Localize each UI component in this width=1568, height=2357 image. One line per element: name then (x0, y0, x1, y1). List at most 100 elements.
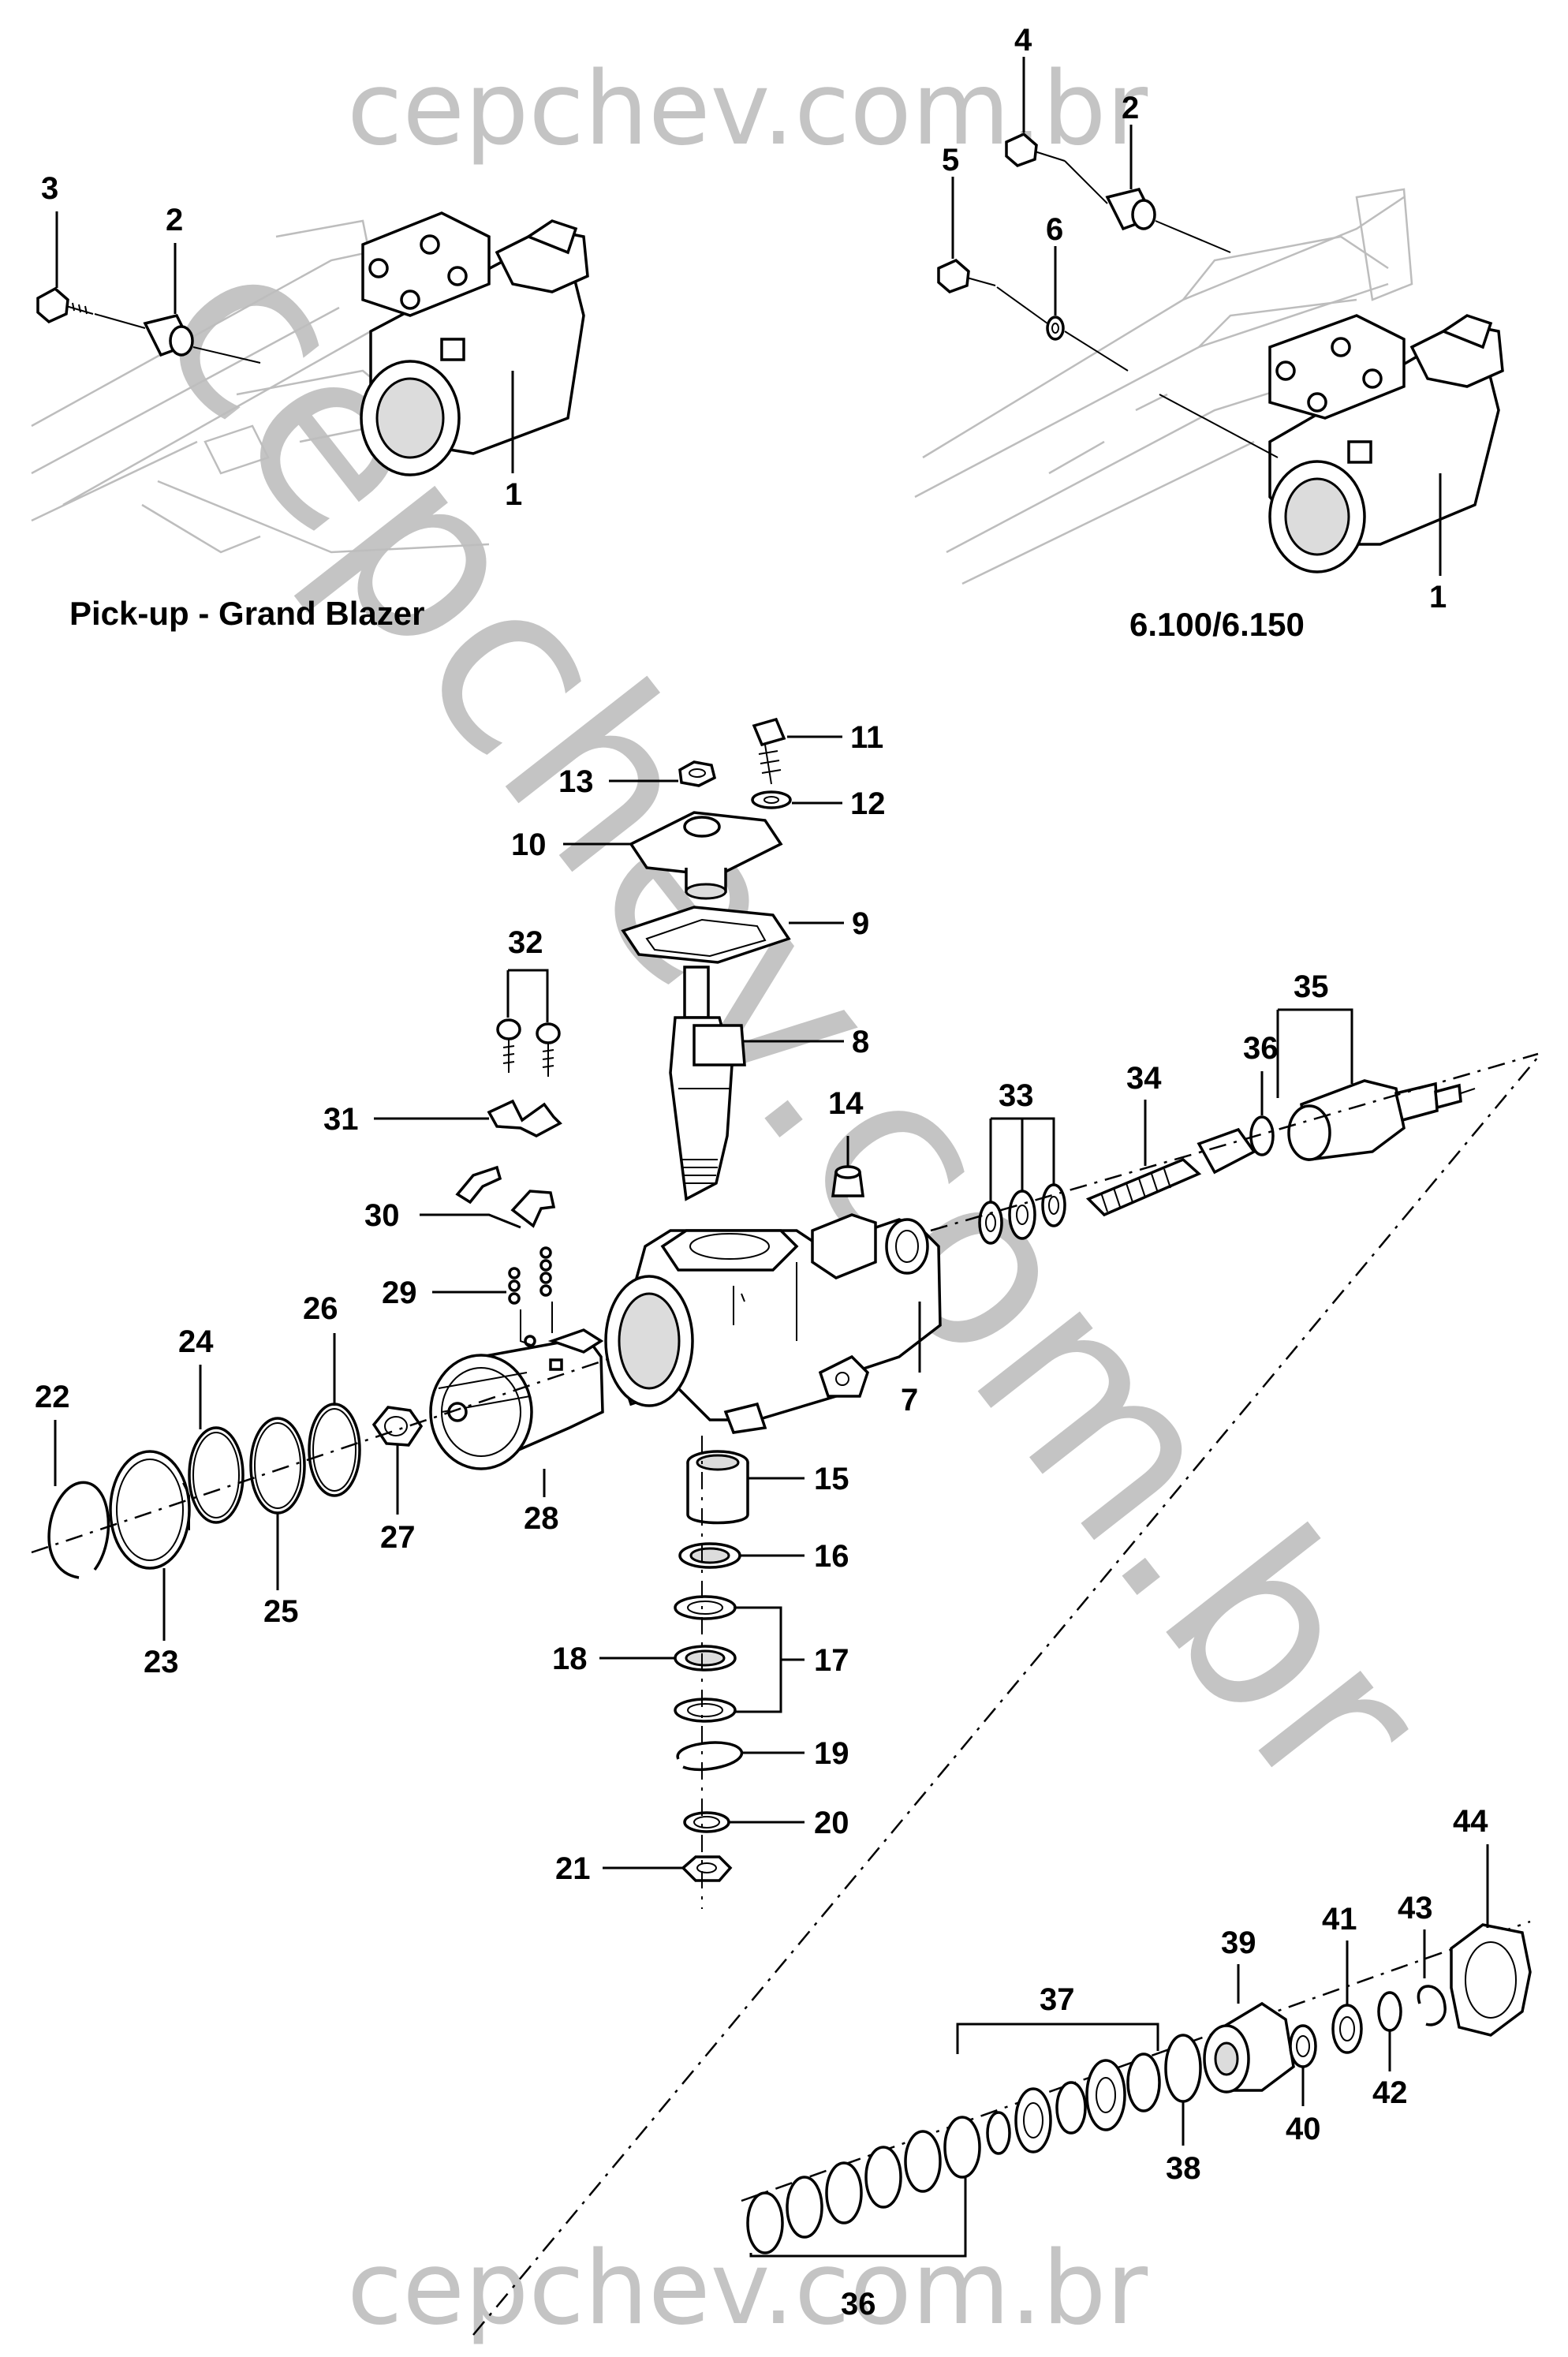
seal-20 (683, 1811, 730, 1833)
label-17: 17 (814, 1643, 849, 1678)
bolt-5-right (937, 258, 996, 293)
bushing-15 (686, 1450, 749, 1525)
label-2-left: 2 (166, 203, 183, 237)
label-5-right: 5 (942, 143, 959, 177)
label-36-top: 36 (1243, 1031, 1279, 1066)
snap-ring-43 (1417, 1985, 1447, 2026)
end-plug-23 (109, 1450, 191, 1570)
label-39: 39 (1221, 1926, 1256, 1960)
label-3-left: 3 (41, 171, 58, 206)
spacer-2-right (1105, 187, 1156, 231)
side-cover-10 (629, 811, 783, 900)
label-42: 42 (1372, 2075, 1408, 2110)
plug-27 (371, 1406, 424, 1447)
o-ring-38 (1164, 2034, 1202, 2103)
label-30: 30 (364, 1198, 400, 1233)
label-32: 32 (508, 925, 543, 960)
label-35: 35 (1294, 969, 1329, 1004)
label-14: 14 (828, 1086, 864, 1121)
caption-right-vehicle: 6.100/6.150 (1129, 606, 1305, 643)
valve-assembly-35 (1287, 1079, 1476, 1161)
o-ring-26 (308, 1403, 361, 1497)
ball-return-path-29 (520, 1302, 553, 1347)
worm-shaft-34 (1085, 1127, 1256, 1217)
label-40: 40 (1286, 2112, 1321, 2146)
frame-right (914, 188, 1413, 585)
label-28: 28 (524, 1501, 559, 1536)
washer-12 (751, 790, 792, 809)
o-ring-36-top (1249, 1115, 1275, 1156)
ring-24 (188, 1426, 245, 1524)
sector-shaft-8 (669, 966, 746, 1201)
ball-guide-30 (455, 1165, 556, 1228)
plug-14 (831, 1165, 864, 1197)
centerline-right (930, 1052, 1539, 1232)
snap-ring-22 (47, 1481, 110, 1579)
label-43: 43 (1398, 1891, 1433, 1926)
label-41: 41 (1322, 1902, 1357, 1937)
balls-29 (508, 1246, 552, 1360)
label-20: 20 (814, 1806, 849, 1840)
nut-21 (681, 1855, 733, 1882)
washer-17-top (674, 1595, 737, 1620)
centerline-diagonal (472, 1056, 1539, 2336)
seal-16 (678, 1542, 741, 1569)
leader-lines-top-right (951, 57, 1442, 576)
label-7: 7 (901, 1383, 918, 1418)
label-21: 21 (555, 1851, 591, 1886)
label-13: 13 (558, 764, 594, 799)
spacer-2-left (143, 313, 194, 357)
seal-40 (1289, 2024, 1317, 2068)
label-2-right: 2 (1122, 91, 1139, 125)
label-1-right: 1 (1429, 580, 1447, 614)
bolt-4-right (1005, 132, 1066, 167)
label-10: 10 (511, 827, 547, 862)
label-8: 8 (852, 1025, 869, 1059)
adjuster-plug-39 (1203, 2001, 1295, 2094)
label-12: 12 (850, 786, 886, 821)
watermark-bottom: cepchev.com.br (347, 2230, 1148, 2348)
steering-gear-housing-left (360, 211, 589, 476)
label-19: 19 (814, 1736, 849, 1771)
label-18: 18 (552, 1642, 588, 1676)
bolt-3-left (36, 286, 94, 324)
rack-piston-28 (429, 1328, 604, 1470)
lock-nut-44 (1450, 1923, 1532, 2037)
bearing-assembly-37 (986, 2053, 1161, 2155)
label-16: 16 (814, 1539, 849, 1574)
label-4-right: 4 (1014, 23, 1032, 58)
o-ring-25 (249, 1417, 306, 1515)
label-9: 9 (852, 906, 869, 941)
seal-18 (674, 1645, 737, 1672)
label-6-right: 6 (1046, 212, 1063, 247)
centerline-bottom (741, 1920, 1531, 2202)
leader-lines-top-left (55, 211, 514, 473)
bolt-11 (752, 717, 786, 785)
washer-42 (1377, 1991, 1402, 2032)
screws-32 (496, 1018, 561, 1077)
snap-ring-19 (676, 1741, 743, 1772)
steering-gear-housing-right (1268, 314, 1504, 573)
bearing-41 (1331, 2004, 1363, 2054)
label-34: 34 (1126, 1061, 1162, 1096)
label-26: 26 (303, 1291, 338, 1326)
label-15: 15 (814, 1462, 849, 1496)
label-29: 29 (382, 1276, 417, 1310)
label-23: 23 (144, 1645, 179, 1679)
label-11: 11 (850, 720, 883, 755)
rings-36-bottom (746, 2116, 981, 2254)
nut-13 (678, 760, 717, 787)
label-1-left: 1 (505, 477, 522, 512)
label-27: 27 (380, 1520, 416, 1555)
label-24: 24 (178, 1324, 214, 1359)
gasket-9 (621, 906, 791, 964)
label-38: 38 (1166, 2151, 1201, 2186)
leader-lines-main (54, 735, 1489, 2258)
label-36-bottom: 36 (841, 2287, 876, 2322)
centerline-left (31, 1355, 616, 1554)
clamp-31 (487, 1099, 562, 1137)
steering-gear-housing-7 (604, 1213, 942, 1434)
washer-17-bottom (674, 1698, 737, 1723)
label-33: 33 (999, 1078, 1034, 1113)
